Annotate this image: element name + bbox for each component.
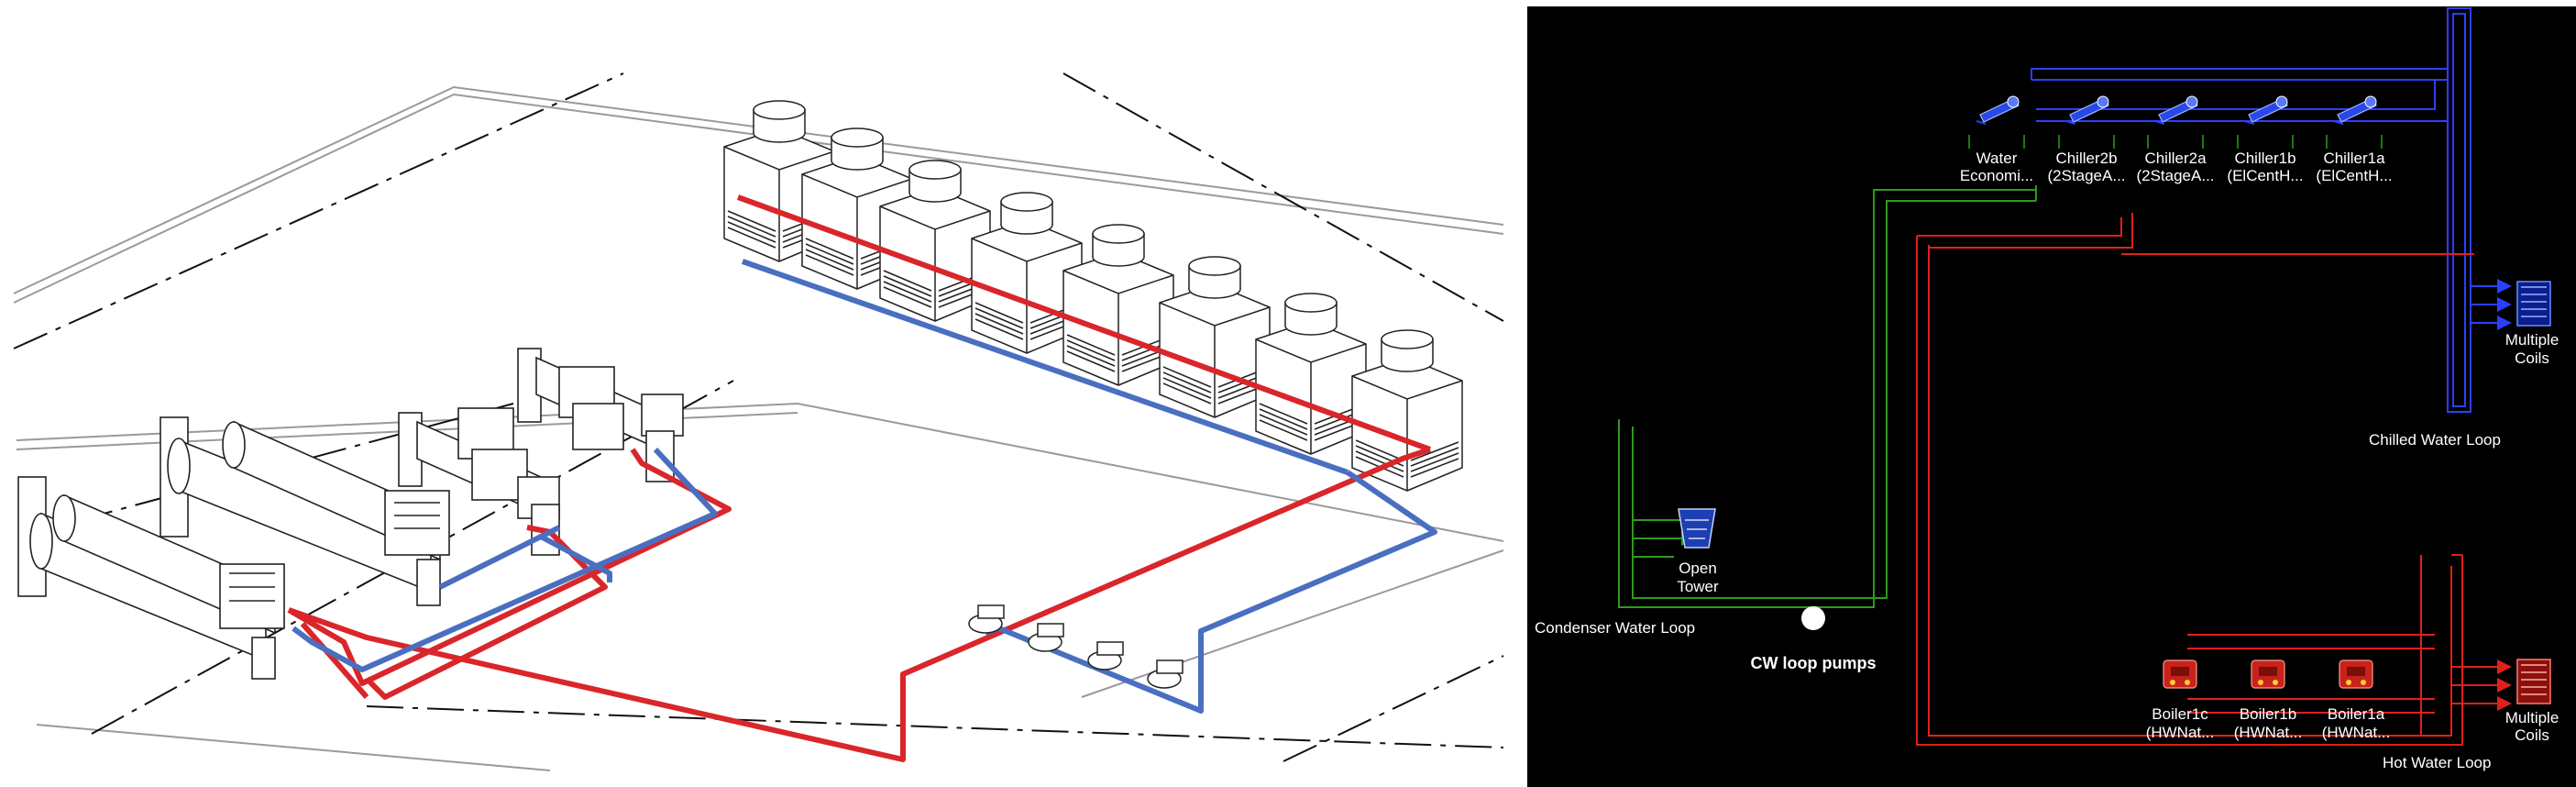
boiler-label-1: Boiler1a	[2328, 705, 2385, 723]
chiller-icon	[2244, 95, 2288, 125]
boiler-label-1: Boiler1b	[2240, 705, 2296, 723]
cooling-tower-unit	[1351, 329, 1463, 492]
chiller-units	[17, 348, 684, 680]
chiller-red-pipe	[364, 525, 608, 700]
cooling-tower-unit	[1062, 224, 1174, 386]
chillers: WaterEconomi...Chiller2b(2StageA...Chill…	[1960, 95, 2393, 184]
chiller-unit	[17, 476, 285, 680]
tower-return-header	[742, 259, 1349, 475]
chiller-label-2: (ElCentH...	[2316, 167, 2392, 184]
chilled-water-loop	[2031, 7, 2512, 413]
isometric-plant-drawing	[13, 72, 1504, 771]
cooling-tower-unit	[1255, 293, 1367, 455]
boiler-icon	[2251, 660, 2285, 689]
tower-label-1: Open	[1679, 560, 1717, 577]
chilled-coils-icon	[2516, 281, 2551, 327]
chiller-label-2: (2StageA...	[2136, 167, 2214, 184]
chiller-label-2: Economi...	[1960, 167, 2033, 184]
chiller-label-1: Chiller1b	[2234, 150, 2295, 167]
chiller-icon	[2333, 95, 2377, 125]
chiller-icon	[2065, 95, 2109, 125]
boiler-label-2: (HWNat...	[2234, 724, 2303, 741]
boiler-label-2: (HWNat...	[2322, 724, 2391, 741]
hot-coils-label-1: Multiple	[2505, 709, 2559, 726]
cooling-tower-unit	[1159, 256, 1271, 418]
chiller-label-1: Chiller1a	[2323, 150, 2385, 167]
chiller-label-1: Chiller2b	[2055, 150, 2117, 167]
boilers: Boiler1c(HWNat...Boiler1b(HWNat...Boiler…	[2146, 660, 2391, 741]
chiller-label-1: Water	[1976, 150, 2018, 167]
condenser-loop-label: Condenser Water Loop	[1535, 619, 1695, 637]
condenser-return-main	[985, 470, 1437, 714]
hot-coils-icon	[2516, 659, 2551, 704]
chiller-label-2: (2StageA...	[2047, 167, 2125, 184]
boiler-icon	[2339, 660, 2373, 689]
chiller-unit	[398, 407, 560, 556]
boiler-icon	[2163, 660, 2197, 689]
cooling-tower-unit	[879, 160, 991, 322]
chilled-coils-label-1: Multiple	[2505, 331, 2559, 349]
isometric-pumps	[968, 604, 1183, 689]
cooling-towers	[723, 100, 1463, 492]
chiller-icon	[2154, 95, 2198, 125]
cooling-tower-icon	[1678, 508, 1716, 549]
pump-icon	[1801, 606, 1825, 630]
chiller-icon	[1976, 95, 2020, 125]
loop-schematic: WaterEconomi...Chiller2b(2StageA...Chill…	[1535, 7, 2559, 771]
hot-loop-label: Hot Water Loop	[2383, 754, 2491, 771]
chiller-label-2: (ElCentH...	[2227, 167, 2303, 184]
isometric-plant-view	[13, 72, 1504, 771]
boiler-label-1: Boiler1c	[2152, 705, 2208, 723]
condenser-water-loop	[1618, 185, 2037, 608]
chiller-blue-pipe	[292, 447, 718, 672]
pump-label: CW loop pumps	[1751, 654, 1877, 672]
boiler-label-2: (HWNat...	[2146, 724, 2215, 741]
chiller-red-pipe	[287, 448, 732, 686]
chiller-unit	[517, 348, 684, 482]
chilled-loop-label: Chilled Water Loop	[2369, 431, 2501, 449]
tower-supply-header	[736, 194, 1432, 452]
chiller-label-1: Chiller2a	[2144, 150, 2207, 167]
condenser-supply-main	[288, 447, 1431, 762]
chiller-unit	[160, 416, 450, 606]
tower-label-2: Tower	[1677, 578, 1719, 595]
hot-coils-label-2: Coils	[2515, 726, 2549, 744]
chilled-coils-label-2: Coils	[2515, 349, 2549, 367]
hot-water-loop	[1916, 213, 2512, 746]
cooling-tower-unit	[971, 192, 1083, 354]
